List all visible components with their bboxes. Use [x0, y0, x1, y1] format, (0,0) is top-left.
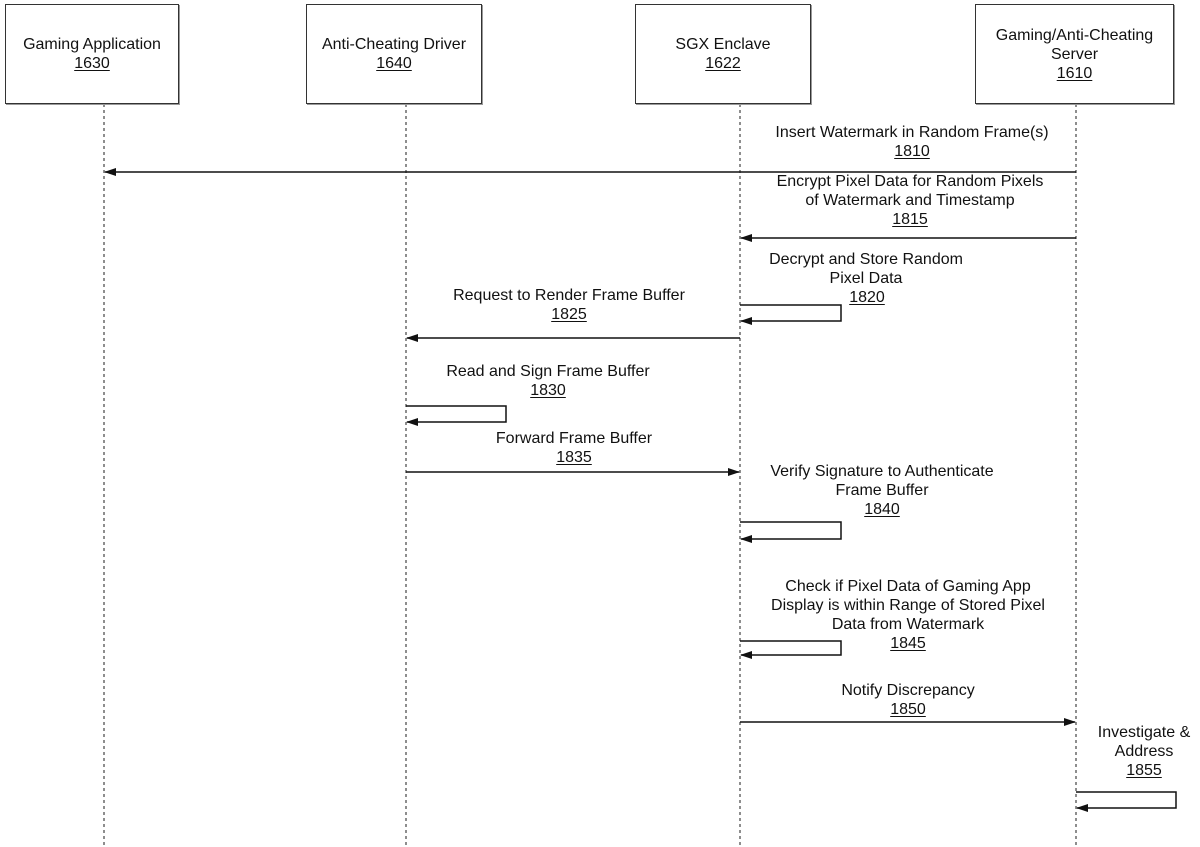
actor-ref: 1610	[1057, 64, 1093, 83]
actor-gaming-application: Gaming Application 1630	[5, 4, 179, 104]
actor-name: Gaming Application	[23, 35, 161, 54]
message-label-1855: Investigate & Address 1855	[1098, 723, 1191, 780]
actor-anti-cheating-driver: Anti-Cheating Driver 1640	[306, 4, 482, 104]
actor-ref: 1622	[705, 54, 741, 73]
message-ref: 1850	[841, 700, 974, 719]
message-text: Frame Buffer	[770, 481, 993, 500]
message-ref: 1840	[770, 500, 993, 519]
actor-sgx-enclave: SGX Enclave 1622	[635, 4, 811, 104]
message-ref: 1815	[777, 210, 1044, 229]
message-text: Forward Frame Buffer	[496, 429, 652, 448]
message-ref: 1825	[453, 305, 685, 324]
message-arrow-1830	[406, 406, 506, 422]
message-text: Data from Watermark	[771, 615, 1045, 634]
message-text: Notify Discrepancy	[841, 681, 974, 700]
message-text: Investigate &	[1098, 723, 1191, 742]
message-label-1820: Decrypt and Store Random Pixel Data 1820	[769, 250, 963, 307]
message-label-1815: Encrypt Pixel Data for Random Pixels of …	[777, 172, 1044, 229]
message-label-1810: Insert Watermark in Random Frame(s) 1810	[775, 123, 1048, 161]
message-text: Pixel Data	[769, 269, 963, 288]
message-label-1840: Verify Signature to Authenticate Frame B…	[770, 462, 993, 519]
message-label-1830: Read and Sign Frame Buffer 1830	[446, 362, 649, 400]
message-text: Verify Signature to Authenticate	[770, 462, 993, 481]
actor-name: Gaming/Anti-Cheating Server	[990, 26, 1160, 64]
message-label-1825: Request to Render Frame Buffer 1825	[453, 286, 685, 324]
actor-name: Anti-Cheating Driver	[322, 35, 466, 54]
message-text: Request to Render Frame Buffer	[453, 286, 685, 305]
message-arrow-1855	[1076, 792, 1176, 808]
actor-gaming-anti-cheating-server: Gaming/Anti-Cheating Server 1610	[975, 4, 1174, 104]
message-text: of Watermark and Timestamp	[777, 191, 1044, 210]
actor-ref: 1630	[74, 54, 110, 73]
message-text: Display is within Range of Stored Pixel	[771, 596, 1045, 615]
message-arrow-1840	[740, 522, 841, 539]
message-text: Encrypt Pixel Data for Random Pixels	[777, 172, 1044, 191]
message-arrow-1820	[740, 305, 841, 321]
message-text: Read and Sign Frame Buffer	[446, 362, 649, 381]
message-ref: 1810	[775, 142, 1048, 161]
message-text: Check if Pixel Data of Gaming App	[771, 577, 1045, 596]
message-ref: 1820	[771, 288, 963, 307]
actor-name: SGX Enclave	[675, 35, 770, 54]
message-ref: 1845	[771, 634, 1045, 653]
message-label-1845: Check if Pixel Data of Gaming App Displa…	[771, 577, 1045, 653]
message-text: Insert Watermark in Random Frame(s)	[775, 123, 1048, 142]
message-text: Address	[1098, 742, 1191, 761]
message-ref: 1830	[446, 381, 649, 400]
message-ref: 1855	[1098, 761, 1191, 780]
message-label-1835: Forward Frame Buffer 1835	[496, 429, 652, 467]
message-label-1850: Notify Discrepancy 1850	[841, 681, 974, 719]
actor-ref: 1640	[376, 54, 412, 73]
message-ref: 1835	[496, 448, 652, 467]
message-text: Decrypt and Store Random	[769, 250, 963, 269]
